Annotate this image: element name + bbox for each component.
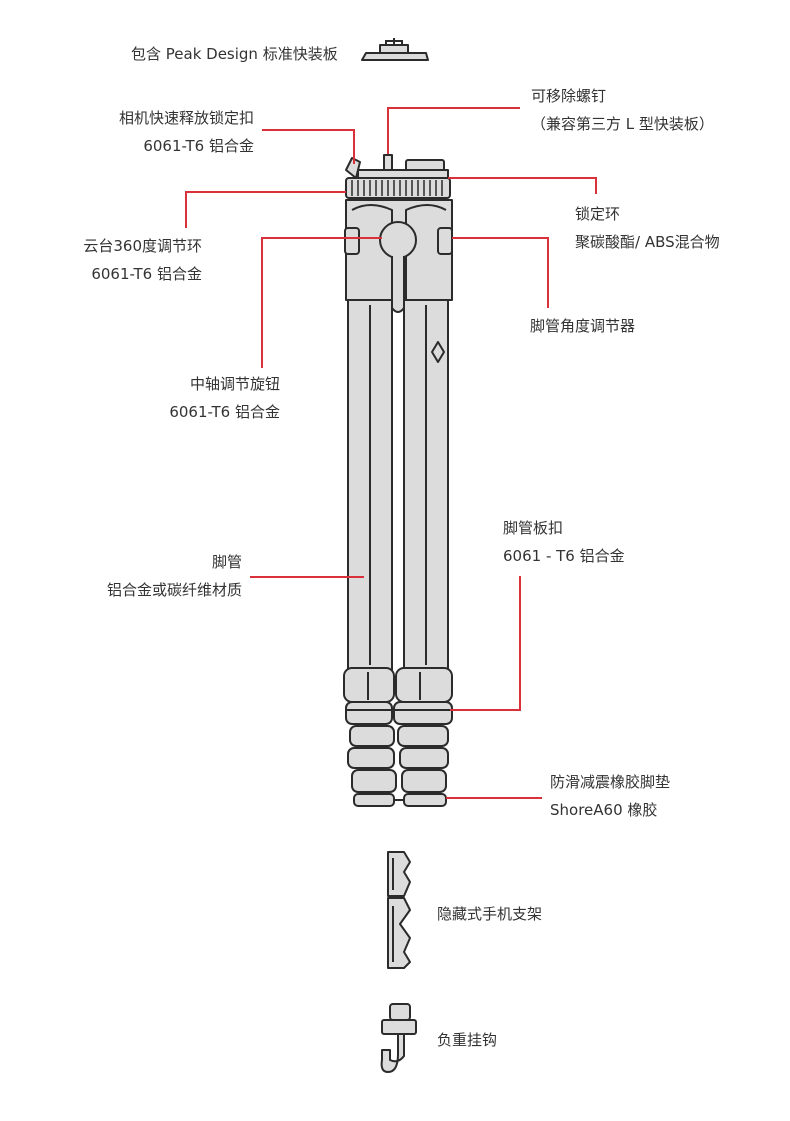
phone-mount-label: 隐藏式手机支架	[437, 905, 543, 923]
quick-plate-icon	[361, 38, 429, 61]
leg-angle-title: 脚管角度调节器	[530, 317, 636, 335]
removable-screw-label: 可移除螺钉 （兼容第三方 L 型快装板）	[531, 82, 714, 138]
leader-pan-ring	[185, 191, 346, 228]
leader-release-lock	[262, 129, 355, 164]
leg-angle-label: 脚管角度调节器	[530, 312, 635, 340]
load-hook-label: 负重挂钩	[437, 1031, 498, 1049]
pan-ring	[345, 177, 451, 199]
leader-removable-screw	[387, 107, 520, 154]
locking-ring-title: 锁定环	[575, 205, 621, 223]
quick-plate-label: 包含 Peak Design 标准快装板	[131, 45, 338, 63]
release-lock-material: 6061-T6 铝合金	[143, 137, 254, 155]
rubber-foot-left	[353, 793, 395, 807]
legs-title: 脚管	[211, 553, 242, 571]
leg-angle-lever-right	[437, 227, 453, 255]
locking-ring-label: 锁定环 聚碳酸酯/ ABS混合物	[575, 200, 720, 256]
legs-material: 铝合金或碳纤维材质	[106, 581, 242, 599]
pan-ring-material: 6061-T6 铝合金	[91, 265, 202, 283]
removable-screw-subtitle: （兼容第三方 L 型快装板）	[531, 115, 714, 133]
rubber-feet-title: 防滑减震橡胶脚垫	[550, 773, 671, 791]
locking-ring-material: 聚碳酸酯/ ABS混合物	[575, 233, 720, 251]
leg-clamp-title: 脚管板扣	[503, 519, 564, 537]
rubber-feet-label: 防滑减震橡胶脚垫 ShoreA60 橡胶	[550, 768, 670, 824]
rubber-foot-right	[403, 793, 447, 807]
camera-release-lock	[345, 157, 361, 179]
leader-column-knob	[261, 237, 382, 368]
leader-leg-angle	[452, 237, 549, 308]
legs-label: 脚管 铝合金或碳纤维材质	[107, 548, 242, 604]
tripod-illustration	[343, 154, 453, 807]
column-knob-material: 6061-T6 铝合金	[169, 403, 280, 421]
removable-screw-title: 可移除螺钉	[531, 87, 607, 105]
leg-clamp-material: 6061 - T6 铝合金	[503, 547, 625, 565]
leg-clamp-upper-right	[395, 667, 453, 703]
leg-angle-lever-left	[344, 227, 360, 255]
leader-leg-clamp	[450, 576, 521, 711]
pan-ring-label: 云台360度调节环 6061-T6 铝合金	[83, 232, 202, 288]
leader-locking-ring	[448, 177, 597, 194]
release-lock-title: 相机快速释放锁定扣	[118, 109, 254, 127]
phone-mount-icon	[387, 851, 411, 969]
pan-ring-title: 云台360度调节环	[83, 237, 202, 255]
column-knob-label: 中轴调节旋钮 6061-T6 铝合金	[169, 370, 280, 426]
load-hook-icon	[380, 1003, 417, 1073]
release-lock-label: 相机快速释放锁定扣 6061-T6 铝合金	[119, 104, 254, 160]
leader-lines	[185, 107, 597, 799]
column-knob	[379, 221, 417, 259]
leg-clamp-label: 脚管板扣 6061 - T6 铝合金	[503, 514, 625, 570]
rubber-feet-material: ShoreA60 橡胶	[550, 801, 658, 819]
column-knob-title: 中轴调节旋钮	[189, 375, 280, 393]
